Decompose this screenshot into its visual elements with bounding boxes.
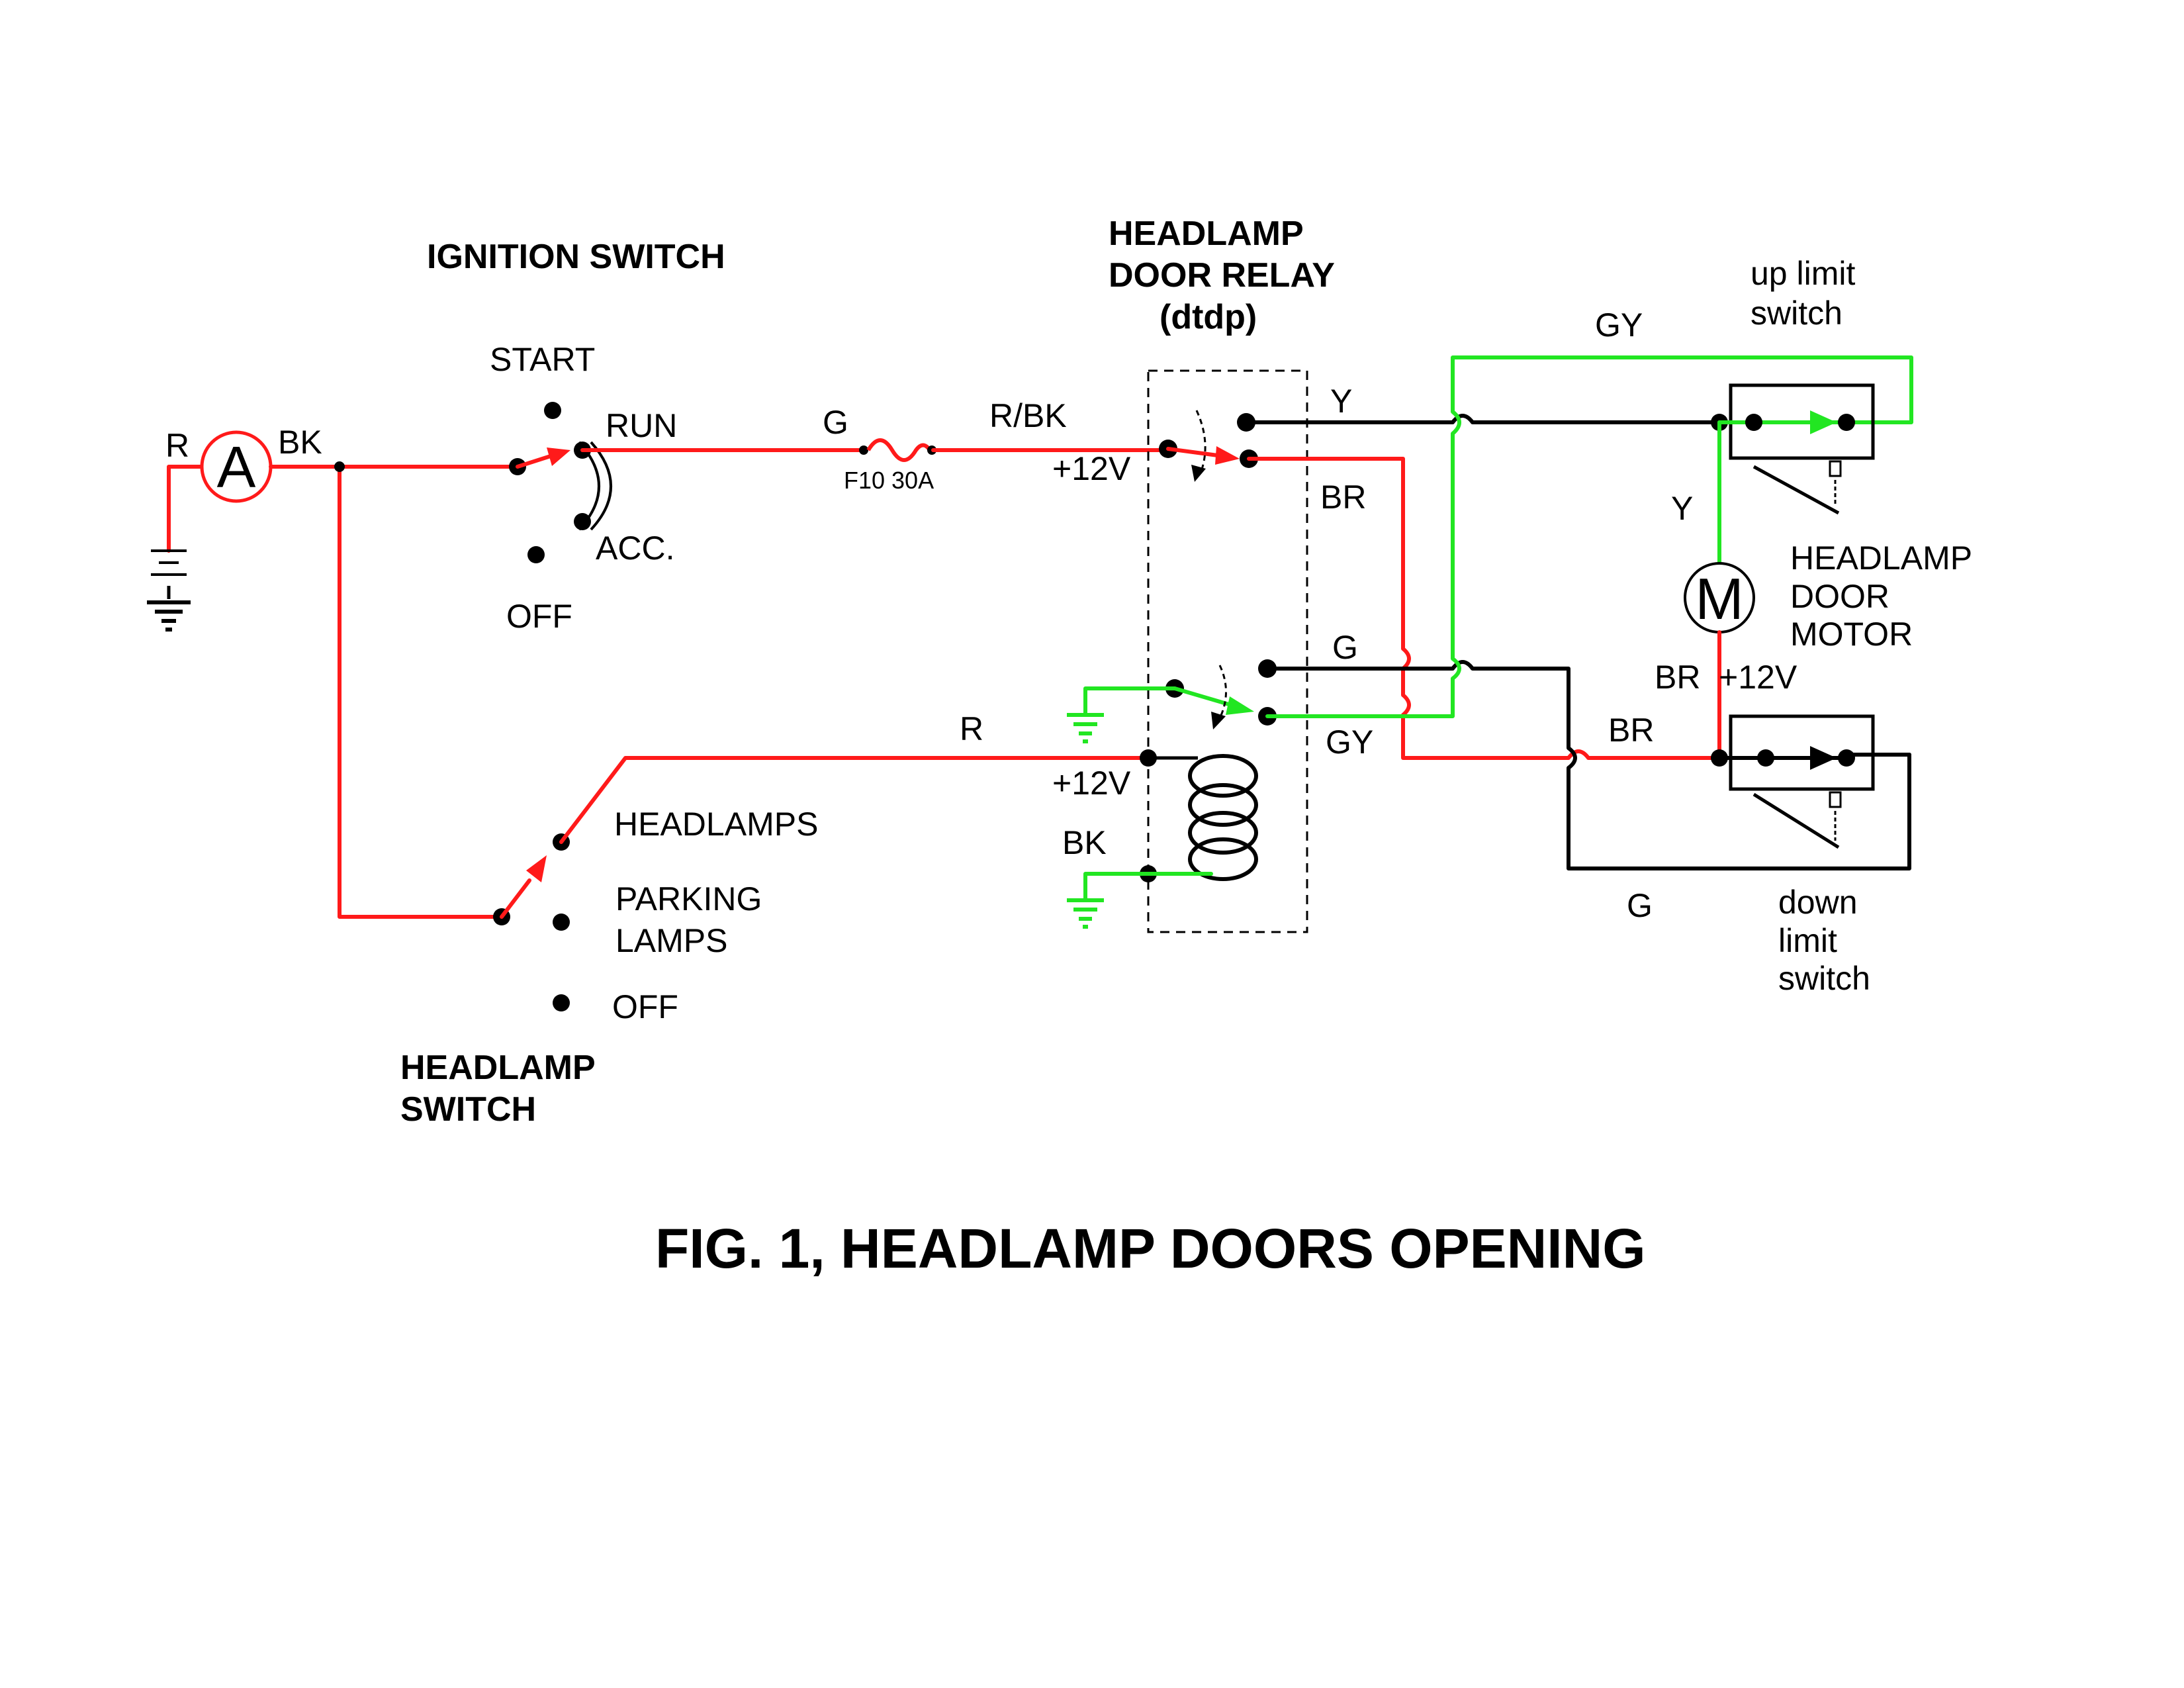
gy-wire — [1265, 677, 1455, 718]
fuse-label: F10 30A — [844, 467, 934, 494]
fuse-out-wire-label: R/BK — [989, 397, 1067, 434]
coil-ground-icon — [1067, 898, 1104, 929]
headlamp-switch-feed-wire — [338, 465, 502, 919]
ignition-switch — [509, 402, 612, 563]
g-bottom-label: G — [1627, 887, 1653, 924]
relay-out-g-label: G — [1332, 629, 1358, 666]
junction-dot — [334, 461, 345, 472]
down-limit-label-1: down — [1778, 884, 1858, 921]
ignition-start-label: START — [490, 341, 595, 378]
up-limit-label-2: switch — [1751, 295, 1843, 332]
relay-coil — [1140, 749, 1258, 882]
ignition-off-label: OFF — [506, 598, 572, 635]
relay-supply-top-label: +12V — [1052, 450, 1131, 487]
headlamp-r-wire — [559, 756, 1150, 844]
ignition-start-terminal — [544, 402, 561, 419]
relay-out-br-label: BR — [1320, 479, 1366, 516]
headlamp-switch-off-label: OFF — [612, 988, 678, 1025]
relay-lower-ground-icon — [1067, 713, 1104, 743]
battery — [151, 465, 204, 599]
ammeter: A — [200, 430, 273, 503]
parking-label: PARKING — [615, 880, 762, 917]
headlamp-switch-label-1: HEADLAMP — [400, 1049, 596, 1087]
br-wire — [1247, 457, 1405, 651]
motor-label-3: MOTOR — [1790, 616, 1913, 653]
headlamp-switch-off-terminal — [553, 994, 570, 1011]
relay-box — [1147, 369, 1308, 933]
ignition-off-terminal — [527, 546, 545, 563]
relay-lower-ground-wire — [1083, 686, 1177, 717]
y-wire-crossover — [1451, 414, 1475, 424]
relay-out-y-label: Y — [1330, 383, 1352, 420]
motor-br-label: BR — [1655, 659, 1700, 696]
down-limit-switch — [1711, 714, 1911, 849]
lamps-label: LAMPS — [615, 922, 728, 959]
relay-coil-ground-label: BK — [1062, 824, 1107, 861]
coil-ground-wire — [1083, 872, 1213, 902]
fuse-in-wire-label: G — [823, 404, 848, 441]
ignition-switch-label: IGNITION SWITCH — [427, 238, 725, 276]
relay-lower-contacts — [1165, 659, 1277, 729]
ammeter-symbol: A — [217, 434, 256, 500]
ignition-acc-label: ACC. — [596, 530, 674, 567]
up-limit-switch — [1711, 383, 1875, 515]
headlamp-door-motor: M — [1684, 562, 1755, 633]
ignition-run-label: RUN — [606, 407, 677, 444]
down-limit-label-2: limit — [1778, 922, 1837, 959]
up-limit-label-1: up limit — [1751, 255, 1855, 292]
down-limit-label-3: switch — [1778, 960, 1870, 997]
motor-supply-label: +12V — [1719, 659, 1797, 696]
relay-label-2: DOOR RELAY — [1109, 256, 1335, 295]
ammeter-in-wire-label: R — [165, 427, 189, 464]
motor-y-label: Y — [1671, 490, 1693, 527]
relay-label-3: (dtdp) — [1160, 298, 1257, 336]
relay-label-1: HEADLAMP — [1109, 214, 1304, 253]
headlamp-switch-label-2: SWITCH — [400, 1090, 536, 1129]
br-lower-label: BR — [1608, 712, 1654, 749]
relay-out-gy-label: GY — [1326, 724, 1373, 761]
motor-label-2: DOOR — [1790, 578, 1889, 615]
headlamp-switch — [493, 833, 570, 1011]
headlamps-label: HEADLAMPS — [614, 806, 818, 843]
gy-top-label: GY — [1595, 306, 1643, 344]
parking-lamps-terminal — [553, 914, 570, 931]
ammeter-out-wire-label: BK — [278, 424, 322, 461]
battery-ground-icon — [147, 600, 191, 632]
figure-title: FIG. 1, HEADLAMP DOORS OPENING — [655, 1217, 1646, 1280]
fuse-icon — [859, 438, 936, 462]
headlamp-feed-wire-label: R — [960, 710, 983, 747]
relay-supply-bottom-label: +12V — [1052, 765, 1131, 802]
motor-label-1: HEADLAMP — [1790, 539, 1972, 577]
motor-symbol: M — [1695, 566, 1743, 632]
relay-upper-contacts — [1159, 410, 1258, 482]
